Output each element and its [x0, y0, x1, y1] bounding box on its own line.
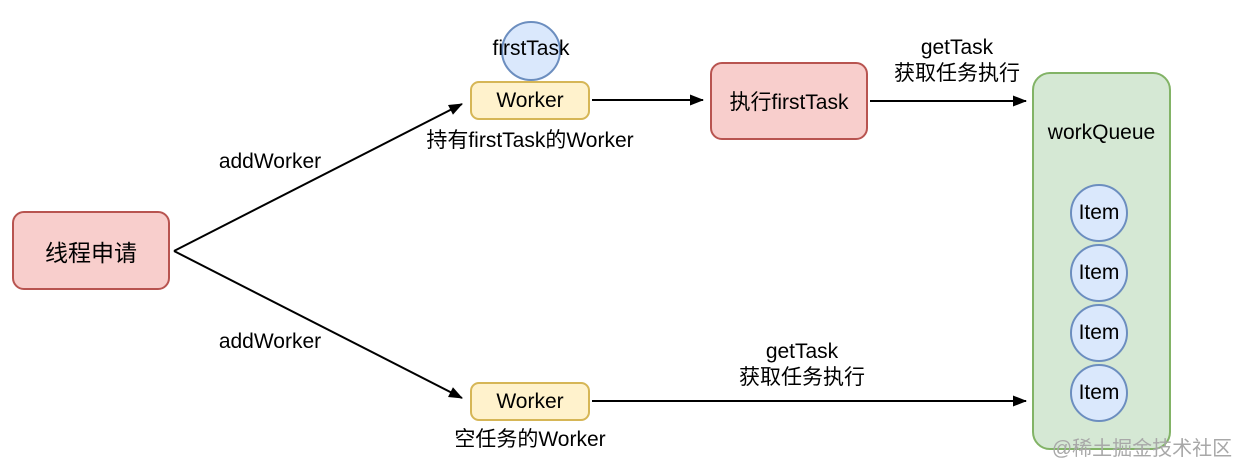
queue-item-label: Item [1078, 201, 1120, 224]
node-firsttask-label: firstTask [492, 37, 570, 60]
edge-addworker-top [173, 103, 463, 252]
queue-item-label: Item [1078, 381, 1120, 404]
node-worker-top: Worker [470, 81, 590, 120]
caption-worker-top: 持有firstTask的Worker [426, 129, 634, 152]
node-thread-request: 线程申请 [12, 211, 170, 290]
node-worker-top-label: Worker [496, 88, 564, 112]
node-firsttask-circle [501, 21, 561, 81]
edge-label-gettask-top: getTask 获取任务执行 [857, 35, 1057, 87]
edge-label-addworker-top: addWorker [218, 150, 322, 173]
caption-worker-bottom: 空任务的Worker [454, 428, 606, 451]
edge-label-gettask-top-line1: getTask [920, 36, 994, 59]
node-worker-bottom: Worker [470, 382, 590, 421]
queue-item: Item [1070, 184, 1128, 242]
node-exec-firsttask: 执行firstTask [710, 62, 868, 140]
node-workqueue-label: workQueue [1047, 121, 1156, 144]
queue-item: Item [1070, 304, 1128, 362]
queue-item-label: Item [1078, 321, 1120, 344]
edge-label-gettask-bottom-line2: 获取任务执行 [739, 366, 865, 389]
queue-item: Item [1070, 244, 1128, 302]
node-thread-request-label: 线程申请 [45, 239, 137, 266]
edge-label-gettask-bottom: getTask 获取任务执行 [702, 339, 902, 391]
queue-item: Item [1070, 364, 1128, 422]
queue-item-label: Item [1078, 261, 1120, 284]
edge-label-gettask-top-line2: 获取任务执行 [894, 62, 1020, 85]
watermark: @稀土掘金技术社区 [1051, 438, 1233, 460]
edge-label-addworker-bottom: addWorker [218, 330, 322, 353]
edge-addworker-bottom [173, 250, 463, 399]
node-worker-bottom-label: Worker [496, 389, 564, 413]
node-exec-firsttask-label: 执行firstTask [729, 91, 849, 114]
edge-label-gettask-bottom-line1: getTask [765, 340, 839, 363]
